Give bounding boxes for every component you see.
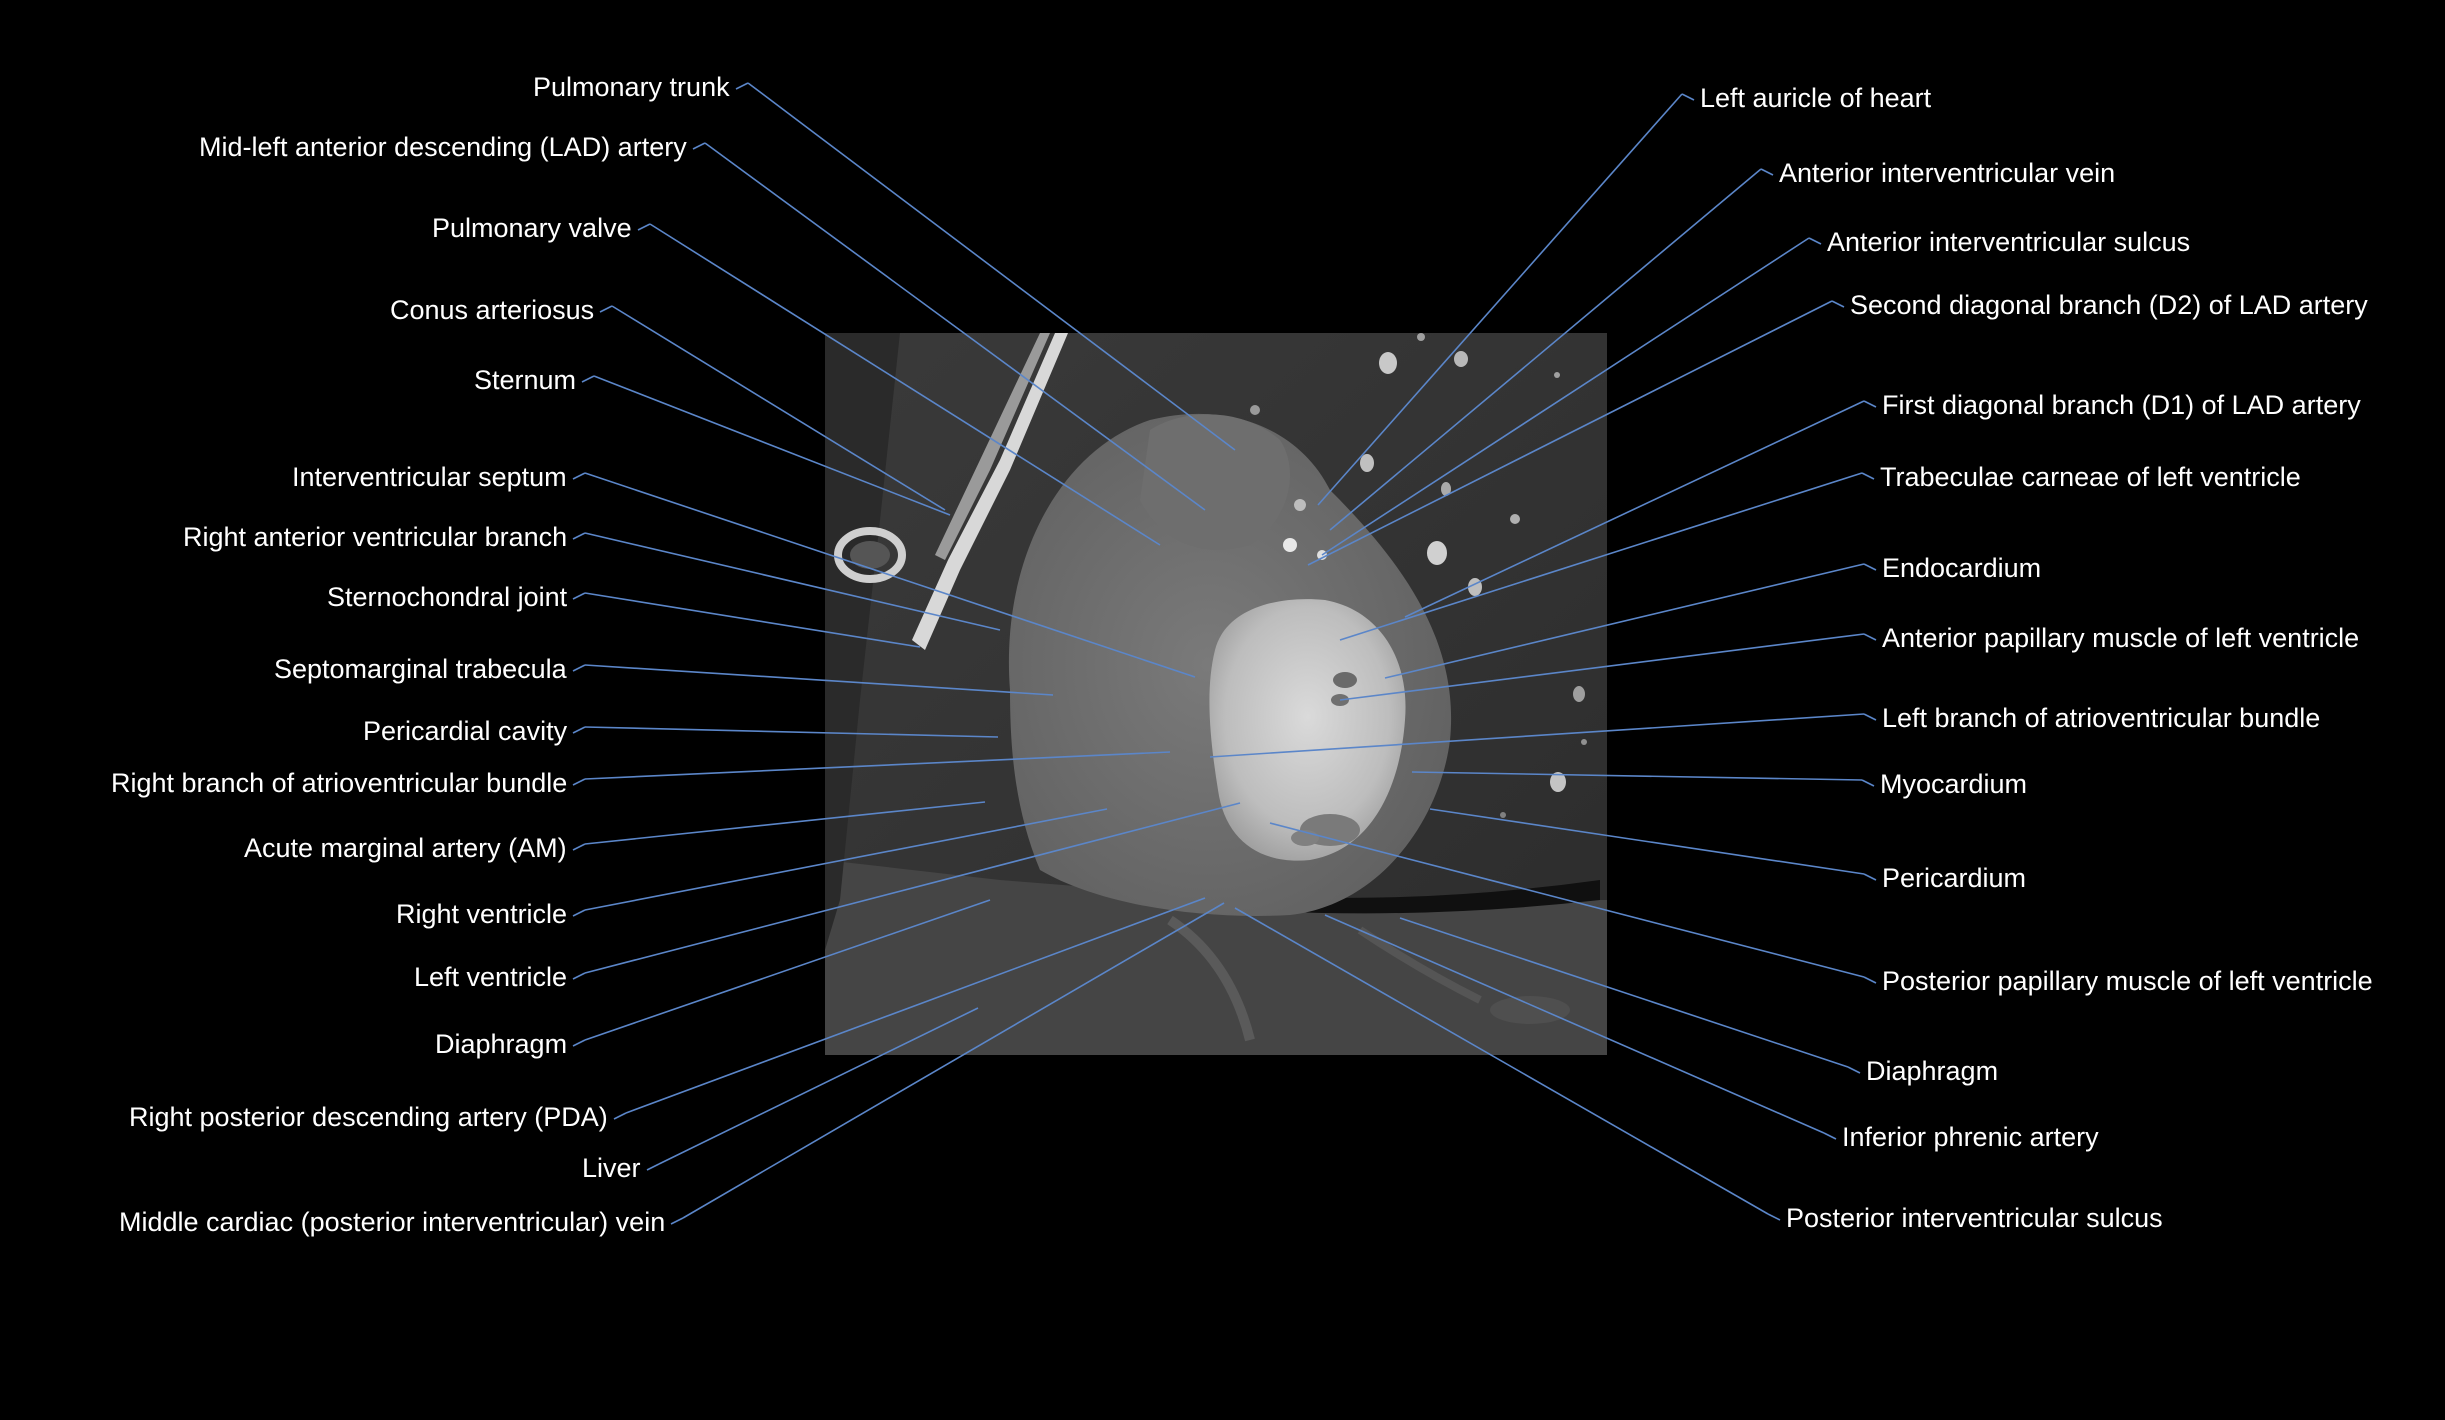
label-posterior-interventricular-sulcus[interactable]: Posterior interventricular sulcus: [1786, 1203, 2163, 1233]
label-right-anterior-ventricular-branch[interactable]: Right anterior ventricular branch: [183, 522, 568, 552]
label-endocardium[interactable]: Endocardium: [1882, 553, 2042, 583]
label-acute-marginal-artery[interactable]: Acute marginal artery (AM): [244, 833, 567, 863]
label-anterior-interventricular-vein[interactable]: Anterior interventricular vein: [1779, 158, 2116, 188]
label-sternochondral-joint[interactable]: Sternochondral joint: [327, 582, 568, 612]
label-right-ventricle[interactable]: Right ventricle: [396, 899, 568, 929]
label-septomarginal-trabecula[interactable]: Septomarginal trabecula: [274, 654, 567, 684]
label-right-branch-av-bundle[interactable]: Right branch of atrioventricular bundle: [111, 768, 568, 798]
label-left-branch-av-bundle[interactable]: Left branch of atrioventricular bundle: [1882, 703, 2321, 733]
label-sternum[interactable]: Sternum: [474, 365, 577, 395]
label-pericardium[interactable]: Pericardium: [1882, 863, 2027, 893]
label-left-ventricle[interactable]: Left ventricle: [414, 962, 568, 992]
label-conus-arteriosus[interactable]: Conus arteriosus: [390, 295, 595, 325]
label-anterior-interventricular-sulcus[interactable]: Anterior interventricular sulcus: [1827, 227, 2191, 257]
label-diaphragm-left[interactable]: Diaphragm: [435, 1029, 568, 1059]
label-pulmonary-trunk[interactable]: Pulmonary trunk: [533, 72, 730, 102]
label-inferior-phrenic-artery[interactable]: Inferior phrenic artery: [1842, 1122, 2099, 1152]
label-mid-lad-artery[interactable]: Mid-left anterior descending (LAD) arter…: [199, 132, 687, 162]
label-liver[interactable]: Liver: [582, 1153, 641, 1183]
label-pulmonary-valve[interactable]: Pulmonary valve: [432, 213, 632, 243]
label-posterior-papillary-muscle[interactable]: Posterior papillary muscle of left ventr…: [1882, 966, 2373, 996]
label-d1-lad-branch[interactable]: First diagonal branch (D1) of LAD artery: [1882, 390, 2361, 420]
label-interventricular-septum[interactable]: Interventricular septum: [292, 462, 567, 492]
label-pericardial-cavity[interactable]: Pericardial cavity: [363, 716, 568, 746]
label-middle-cardiac-vein[interactable]: Middle cardiac (posterior interventricul…: [119, 1207, 666, 1237]
label-myocardium[interactable]: Myocardium: [1880, 769, 2028, 799]
label-trabeculae-carneae[interactable]: Trabeculae carneae of left ventricle: [1880, 462, 2301, 492]
label-left-auricle[interactable]: Left auricle of heart: [1700, 83, 1932, 113]
label-right-pda[interactable]: Right posterior descending artery (PDA): [129, 1102, 608, 1132]
label-d2-lad-branch[interactable]: Second diagonal branch (D2) of LAD arter…: [1850, 290, 2368, 320]
label-anterior-papillary-muscle[interactable]: Anterior papillary muscle of left ventri…: [1882, 623, 2360, 653]
label-diaphragm-right[interactable]: Diaphragm: [1866, 1056, 1999, 1086]
